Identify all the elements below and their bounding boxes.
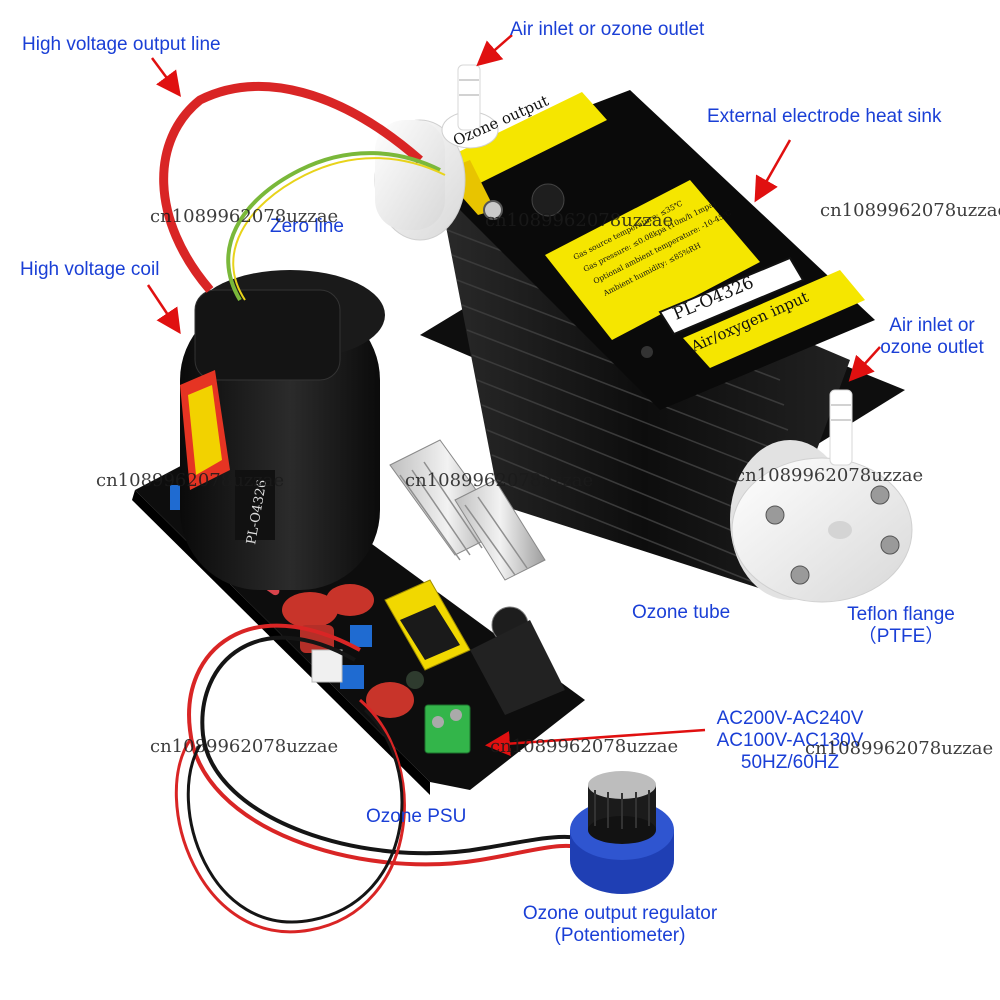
label-regulator-line1: Ozone output regulator (522, 903, 718, 924)
watermark: cn1089962078uzzae (490, 736, 679, 757)
label-hv-coil: High voltage coil (20, 259, 160, 280)
label-zero-line: Zero line (270, 216, 344, 237)
spec-sticker (545, 180, 760, 340)
potentiometer (570, 771, 674, 894)
label-teflon-flange: Teflon flange （PTFE） (826, 604, 976, 648)
label-air-inlet-top: Air inlet or ozone outlet (510, 19, 705, 40)
arrow-hv-coil (146, 284, 181, 335)
watermark: cn1089962078uzzae (735, 465, 924, 486)
label-ozone-tube: Ozone tube (632, 602, 731, 623)
label-regulator: Ozone output regulator (Potentiometer) (490, 903, 750, 947)
teflon-flange-top (374, 64, 499, 241)
ac-input-terminal (424, 704, 471, 754)
air-inlet-nozzle-top (457, 64, 481, 131)
callout-arrows (146, 34, 881, 757)
watermark: cn1089962078uzzae (805, 738, 994, 759)
model-plate (658, 256, 805, 336)
watermark: cn1089962078uzzae (405, 470, 594, 491)
label-ozone-psu: Ozone PSU (366, 806, 467, 827)
label-regulator-line2: (Potentiometer) (554, 925, 686, 946)
arrow-air-inlet-right (848, 346, 881, 382)
teflon-flange-bottom (730, 389, 913, 603)
arrow-hv-output-line (150, 57, 181, 98)
arrow-ac-input (485, 728, 706, 757)
watermark: cn1089962078uzzae (820, 200, 1000, 221)
air-inlet-nozzle-bottom (829, 389, 853, 466)
arrow-heat-sink (754, 139, 792, 203)
watermark: cn1089962078uzzae (96, 470, 285, 491)
label-heat-sink: External electrode heat sink (707, 106, 942, 127)
label-hv-output-line: High voltage output line (22, 34, 221, 55)
watermark: cn1089962078uzzae (150, 736, 339, 757)
label-ac-input: AC200V-AC240V AC100V-AC130V 50HZ/60HZ (700, 708, 880, 774)
watermark: cn1089962078uzzae (485, 210, 674, 231)
label-ac-line1: AC200V-AC240V (716, 708, 864, 729)
label-teflon-line1: Teflon flange (847, 604, 955, 625)
air-input-sticker (683, 270, 865, 368)
watermark: cn1089962078uzzae (150, 206, 339, 227)
potentiometer-cap (588, 771, 656, 799)
label-ac-line2: AC100V-AC130V (716, 730, 864, 751)
wires (159, 82, 601, 934)
label-air-inlet-right-line2: ozone outlet (880, 337, 984, 358)
label-air-inlet-right: Air inlet or ozone outlet (872, 315, 992, 359)
label-teflon-line2: （PTFE） (857, 626, 945, 647)
label-air-inlet-right-line1: Air inlet or (889, 315, 975, 336)
ozone-output-sticker (442, 92, 607, 188)
label-ac-line3: 50HZ/60HZ (740, 752, 840, 773)
high-voltage-coil (180, 270, 385, 590)
arrow-air-inlet-top (476, 34, 513, 67)
